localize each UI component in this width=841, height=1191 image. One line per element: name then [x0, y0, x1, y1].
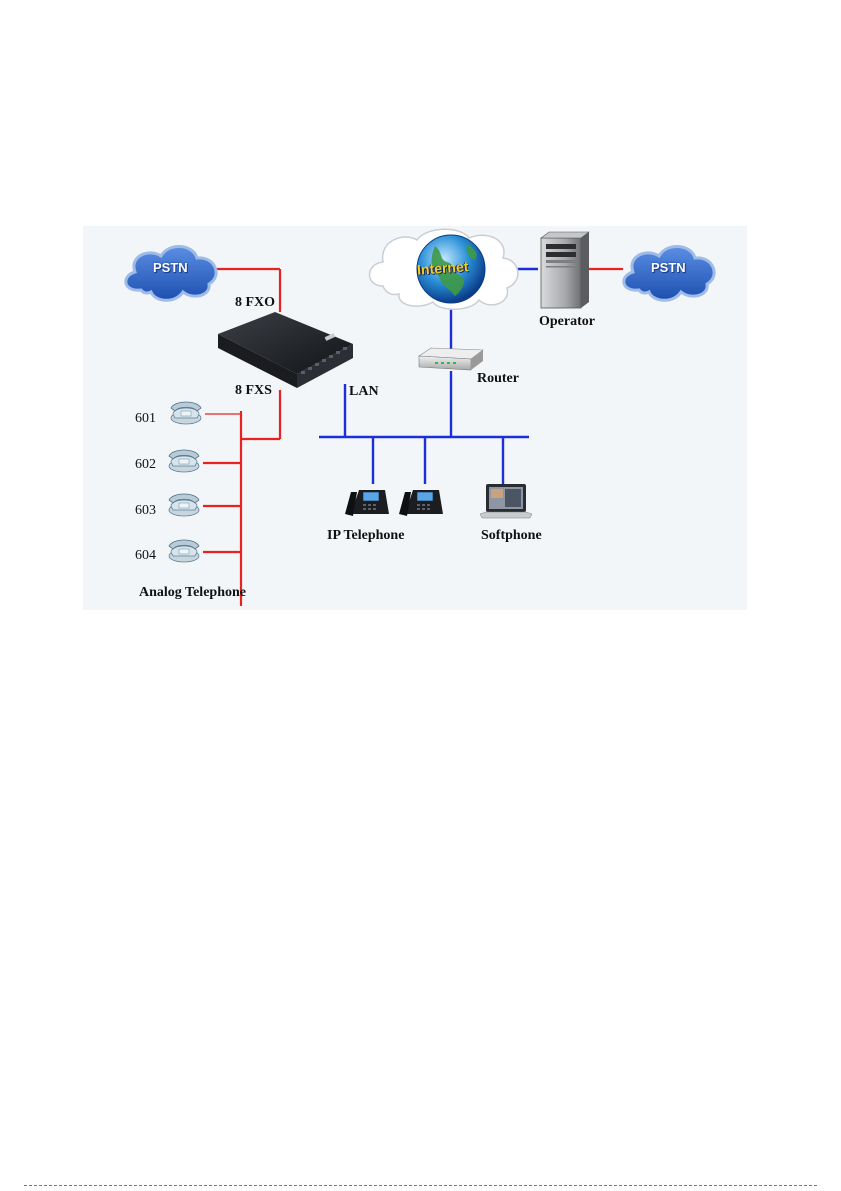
- extension-603: 603: [135, 503, 156, 519]
- lan-label: LAN: [349, 384, 379, 400]
- pstn-right-label: PSTN: [651, 260, 686, 275]
- extension-604: 604: [135, 548, 156, 564]
- extension-601: 601: [135, 411, 156, 427]
- analog-phone-icon: [169, 540, 199, 562]
- page-bottom-rule: [24, 1185, 817, 1186]
- analog-telephone-label: Analog Telephone: [139, 585, 246, 601]
- analog-phone-icon: [169, 494, 199, 516]
- softphone-label: Softphone: [481, 528, 542, 544]
- ip-phone-icon: [399, 490, 443, 516]
- fxo-label: 8 FXO: [235, 295, 275, 311]
- analog-phone-icon: [171, 402, 201, 424]
- laptop-icon: [480, 484, 532, 518]
- router-label: Router: [477, 371, 519, 387]
- extension-602: 602: [135, 457, 156, 473]
- diagram-canvas: [83, 226, 747, 610]
- gateway-device: [218, 312, 353, 388]
- router-icon: [419, 348, 483, 370]
- operator-label: Operator: [539, 314, 595, 330]
- analog-phone-icon: [169, 450, 199, 472]
- pstn-left-label: PSTN: [153, 260, 188, 275]
- fxs-label: 8 FXS: [235, 383, 272, 399]
- network-diagram: PSTN PSTN Internet 8 FXO 8 FXS LAN Route…: [83, 226, 747, 610]
- ip-telephone-label: IP Telephone: [327, 528, 404, 544]
- server-icon: [541, 232, 589, 308]
- ip-phone-icon: [345, 490, 389, 516]
